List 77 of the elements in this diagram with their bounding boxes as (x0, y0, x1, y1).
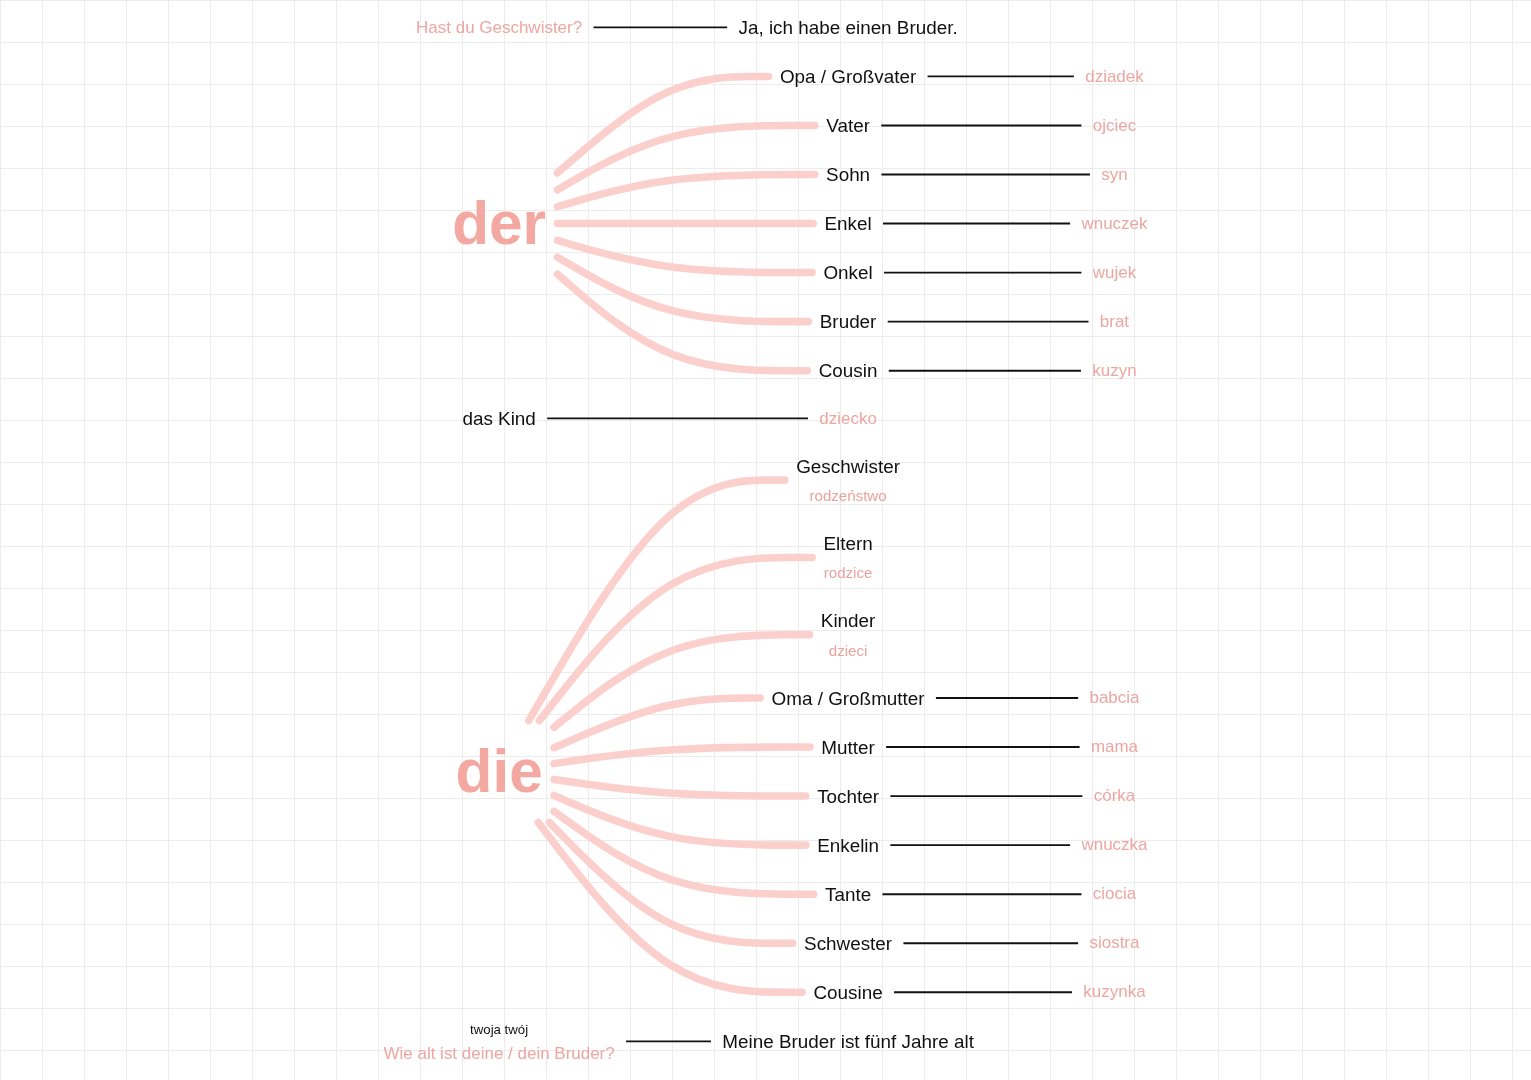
node-text: Bruder (819, 311, 877, 333)
node-text: wujek (1092, 262, 1137, 282)
node-text: Eltern (823, 532, 873, 554)
node-text: Opa / Großvater (779, 66, 917, 87)
connector (880, 173, 1091, 176)
node-text: Geschwister (796, 455, 900, 477)
node-text: Schwester (804, 932, 893, 954)
connector (550, 631, 814, 731)
node-text: das Kind (462, 407, 536, 429)
node-text: Enkelin (817, 834, 880, 856)
connector (553, 121, 819, 194)
node-text: ojciec (1092, 115, 1137, 135)
connector (535, 553, 816, 725)
connector (883, 271, 1083, 274)
connector (881, 893, 1083, 896)
node-text: Wie alt ist deine / dein Bruder? (383, 1044, 615, 1064)
node-text: Tante (825, 883, 872, 905)
connector (889, 844, 1072, 847)
node-text: Hast du Geschwister? (416, 17, 583, 37)
node-text: die (455, 737, 543, 806)
node-text: brat (1099, 311, 1130, 331)
connector (550, 807, 818, 898)
node-text: kuzynka (1083, 982, 1146, 1002)
connector (550, 775, 810, 800)
connector (553, 170, 819, 211)
node-text: der (452, 189, 547, 258)
connector (882, 222, 1072, 225)
connector (889, 795, 1084, 798)
node-text: Meine Bruder ist fünf Jahre alt (722, 1030, 974, 1052)
connector (625, 1040, 712, 1043)
connector (553, 236, 816, 277)
connector (880, 124, 1083, 127)
node-text: kuzyn (1092, 360, 1137, 380)
node-text: Oma / Großmutter (771, 687, 925, 709)
node-text: mama (1090, 737, 1139, 756)
node-text: Tochter (817, 785, 880, 807)
node-text: Cousin (818, 360, 878, 382)
connector (592, 26, 729, 29)
connector (550, 694, 765, 752)
node-text: Mutter (821, 736, 875, 758)
node-text: Vater (826, 115, 870, 136)
connector (553, 72, 773, 177)
node-label: rodzeństwo (809, 487, 887, 504)
connector (934, 697, 1080, 699)
node-text: Kinder (820, 610, 876, 632)
node-text: wnuczek (1081, 213, 1148, 233)
connector (887, 369, 1082, 372)
connector (550, 791, 810, 849)
node-text: Ja, ich habe einen Bruder. (738, 16, 958, 38)
connector (553, 270, 812, 375)
connector (553, 253, 813, 326)
node-text: dziecko (819, 408, 877, 428)
node-label: rodzice (823, 565, 873, 582)
connector (902, 942, 1080, 945)
connector (893, 991, 1073, 994)
node-text: babcia (1089, 688, 1140, 707)
connector (534, 818, 806, 997)
node-text: wnuczka (1081, 835, 1148, 855)
connector (926, 75, 1075, 78)
connector (553, 219, 817, 228)
node-text: Cousine (813, 981, 883, 1003)
connector (885, 746, 1081, 748)
node-text: córka (1093, 786, 1136, 806)
connector (545, 818, 797, 947)
node-text: Sohn (826, 164, 871, 185)
connector (886, 320, 1090, 323)
node-text: Onkel (823, 262, 873, 283)
node-text: siostra (1089, 933, 1140, 953)
node-text: syn (1101, 164, 1128, 184)
node-label: twoja twój (470, 1021, 529, 1037)
node-text: Enkel (824, 213, 872, 234)
connector (546, 417, 809, 420)
node-text: ciocia (1092, 884, 1137, 904)
connector (524, 476, 789, 725)
node-text: dziadek (1085, 66, 1144, 86)
connector (550, 743, 814, 768)
node-label: dzieci (828, 642, 868, 659)
